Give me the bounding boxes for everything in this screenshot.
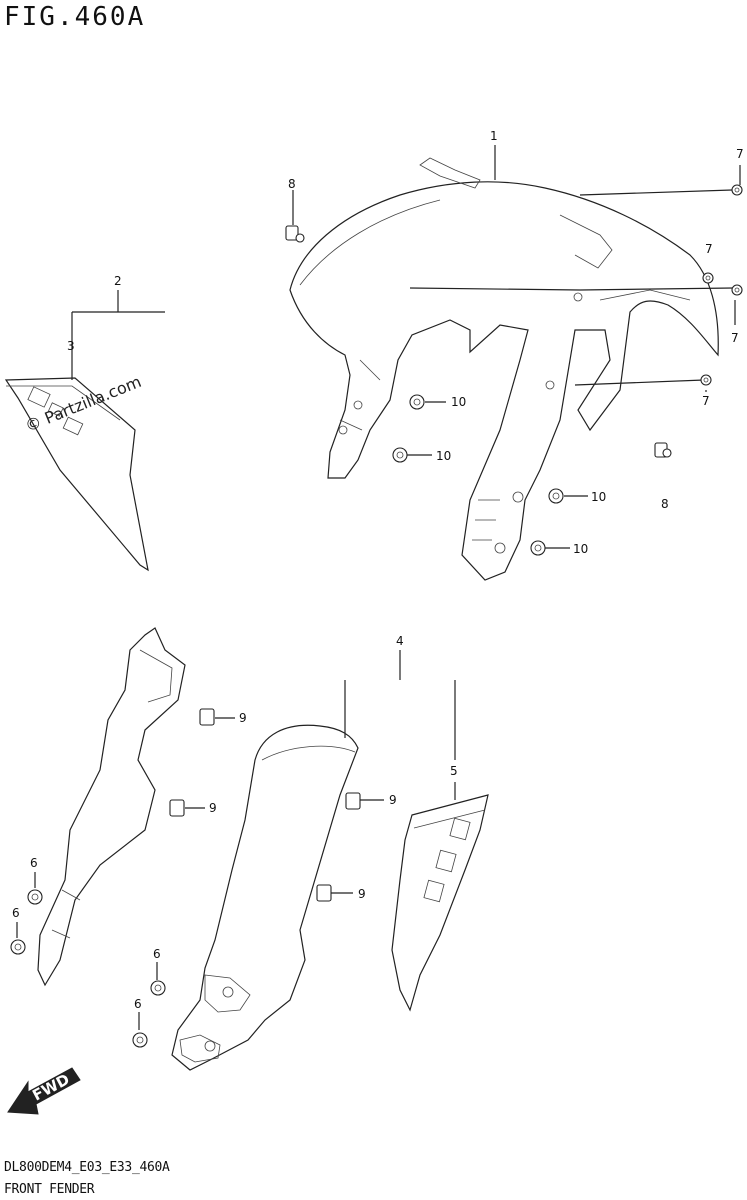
fwd-label: FWD: [29, 1070, 72, 1104]
nut-9d[interactable]: [316, 884, 332, 902]
callout-5: 5: [450, 764, 458, 778]
callout-10-c: 10: [591, 490, 606, 504]
callout-2: 2: [114, 274, 122, 288]
bolt-7d[interactable]: [700, 374, 712, 386]
bolt-7c[interactable]: [731, 284, 743, 296]
callout-6-d: 6: [134, 997, 142, 1011]
callout-3: 3: [67, 339, 75, 353]
callout-9-b: 9: [209, 801, 217, 815]
leader-lines: [16, 145, 741, 1030]
fwd-arrow-icon: FWD: [7, 1067, 81, 1115]
bolt-7b[interactable]: [702, 272, 714, 284]
callout-6-b: 6: [12, 906, 20, 920]
screw-8a[interactable]: [285, 225, 305, 243]
model-code: DL800DEM4_E03_E33_460A: [4, 1160, 170, 1175]
right-emblem-panel-part[interactable]: [391, 794, 489, 1012]
callout-7-b: 7: [705, 242, 713, 256]
bolt-6b[interactable]: [10, 939, 26, 955]
callout-8-a: 8: [288, 177, 296, 191]
nut-9b[interactable]: [169, 799, 185, 817]
bolt-6c[interactable]: [150, 980, 166, 996]
front-fender-part[interactable]: [289, 157, 719, 581]
callout-1: 1: [490, 129, 498, 143]
callout-6-c: 6: [153, 947, 161, 961]
screw-8b[interactable]: [654, 442, 672, 458]
callout-6-a: 6: [30, 856, 38, 870]
bolt-6a[interactable]: [27, 889, 43, 905]
clip-10a[interactable]: [409, 394, 425, 410]
callout-10-b: 10: [436, 449, 451, 463]
callout-10-d: 10: [573, 542, 588, 556]
callout-7-d: 7: [702, 394, 710, 408]
left-fork-guard-part[interactable]: [37, 627, 186, 987]
bolt-6d[interactable]: [132, 1032, 148, 1048]
bolt-7a[interactable]: [731, 184, 743, 196]
section-name: FRONT FENDER: [4, 1182, 95, 1197]
callout-4: 4: [396, 634, 404, 648]
nut-9a[interactable]: [199, 708, 215, 726]
callout-8-b: 8: [661, 497, 669, 511]
callout-10-a: 10: [451, 395, 466, 409]
clip-10b[interactable]: [392, 447, 408, 463]
emblem-panel-part[interactable]: [4, 377, 149, 572]
fork-cover-part[interactable]: [171, 724, 359, 1071]
callout-7-a: 7: [736, 147, 744, 161]
nut-9c[interactable]: [345, 792, 361, 810]
callout-9-c: 9: [389, 793, 397, 807]
callout-9-a: 9: [239, 711, 247, 725]
callout-9-d: 9: [358, 887, 366, 901]
callout-7-c: 7: [731, 331, 739, 345]
clip-10c[interactable]: [548, 488, 564, 504]
clip-10d[interactable]: [530, 540, 546, 556]
figure-title: FIG.460A: [4, 2, 146, 32]
